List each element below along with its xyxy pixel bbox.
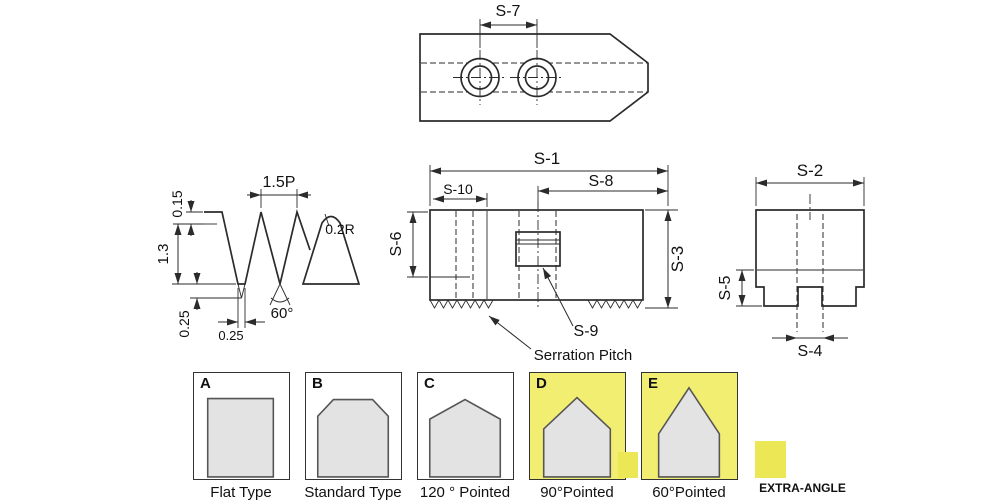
dim-s7-label: S-7	[496, 3, 521, 20]
dim-pitch: 1.5P	[247, 174, 311, 208]
dim-s3-label: S-3	[668, 246, 687, 272]
serration-pitch-callout: Serration Pitch	[488, 315, 632, 364]
rounded-tip-lobe	[301, 215, 361, 285]
dim-truncation: 0.15	[169, 190, 217, 236]
pointed-90-profile	[542, 396, 612, 478]
serration-detail: 0.2R 1.5P 0.15 1.3	[155, 174, 361, 343]
pitch-label: 1.5P	[263, 174, 296, 191]
side-view-body	[429, 209, 644, 301]
type-box-d: D	[529, 372, 626, 480]
type-label-flat: Flat Type	[210, 484, 272, 500]
mounting-pocket	[515, 231, 561, 267]
dim-s5: S-5	[717, 269, 762, 307]
dim-s8-label: S-8	[589, 173, 614, 190]
type-letter-d: D	[536, 375, 547, 392]
type-box-c: C	[417, 372, 514, 480]
extra-angle-label: EXTRA-ANGLE	[759, 481, 846, 495]
type-label-standard: Standard Type	[304, 484, 402, 500]
side-view: S-1 S-8 S-10 S-6 S-3	[388, 149, 687, 364]
serration-profile	[204, 208, 311, 285]
type-box-b: B	[305, 372, 402, 480]
dim-s4: S-4	[772, 334, 848, 360]
dim-depth: 1.3	[155, 224, 236, 285]
dim-s7: S-7	[479, 3, 538, 48]
extra-angle-swatch	[755, 441, 786, 478]
top-view: S-7	[419, 3, 649, 122]
flat-vertical-label: 0.25	[176, 310, 192, 337]
serration-zigzag-right	[587, 299, 643, 309]
dim-s2-label: S-2	[797, 161, 823, 180]
type-label-60: 60°Pointed	[652, 484, 726, 500]
angle-label: 60°	[271, 305, 294, 322]
dim-s10: S-10	[433, 181, 488, 207]
depth-label: 1.3	[155, 244, 172, 265]
dim-s9-label: S-9	[574, 323, 599, 340]
pointed-120-profile	[428, 398, 502, 478]
truncation-label: 0.15	[169, 190, 185, 217]
type-letter-e: E	[648, 375, 659, 392]
type-letter-a: A	[200, 375, 211, 392]
pointed-60-profile	[657, 386, 721, 478]
dim-s1: S-1	[429, 149, 669, 206]
tip-radius-label: 0.2R	[325, 221, 355, 237]
dim-s8: S-8	[537, 173, 668, 207]
drawing-canvas: S-7 S-1	[155, 3, 865, 364]
dim-s6-label: S-6	[388, 231, 405, 256]
dim-s5-label: S-5	[717, 275, 734, 300]
dim-s9: S-9	[542, 267, 599, 340]
dim-s10-label: S-10	[443, 181, 473, 197]
end-view-body	[755, 209, 865, 307]
flat-type-profile	[206, 397, 275, 478]
type-letter-c: C	[424, 375, 435, 392]
type-letter-b: B	[312, 375, 323, 392]
dim-s3: S-3	[645, 209, 687, 309]
dim-angle: 60°	[269, 283, 294, 322]
serration-zigzag-left	[429, 299, 494, 309]
dim-flat-horizontal: 0.25	[218, 288, 265, 343]
yellow-swatch-small	[618, 452, 638, 478]
dim-flat-vertical: 0.25	[176, 272, 246, 338]
type-label-120: 120 ° Pointed	[419, 484, 511, 500]
dim-s1-label: S-1	[534, 149, 560, 168]
dim-s6: S-6	[388, 211, 428, 278]
dim-s4-label: S-4	[798, 343, 823, 360]
end-view: S-2 S-5 S-4	[717, 161, 865, 360]
type-label-90: 90°Pointed	[540, 484, 614, 500]
standard-type-profile	[316, 398, 390, 478]
dim-s2: S-2	[755, 161, 865, 206]
type-box-e: E	[641, 372, 738, 480]
serration-pitch-label: Serration Pitch	[534, 347, 632, 364]
flat-horizontal-label: 0.25	[218, 328, 243, 343]
type-box-a: A	[193, 372, 290, 480]
